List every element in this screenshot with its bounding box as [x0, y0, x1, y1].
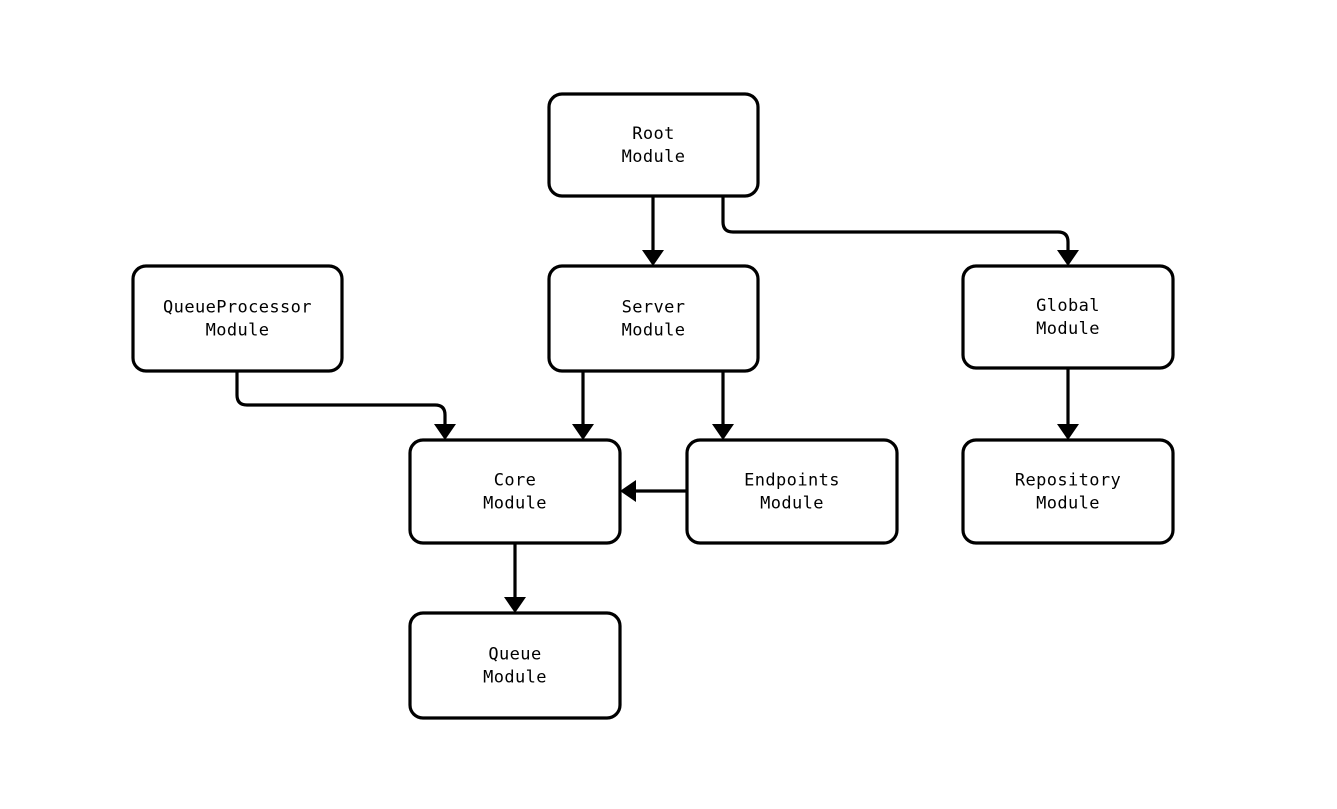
edge-line	[721, 196, 1070, 254]
node-label-secondary: Module	[622, 321, 686, 341]
node-label-secondary: Module	[1036, 319, 1100, 339]
node-label-secondary: Module	[483, 668, 547, 688]
arrow-head-icon	[1057, 424, 1079, 440]
node-box[interactable]	[131, 264, 344, 373]
node-box[interactable]	[408, 438, 622, 545]
node-box[interactable]	[961, 264, 1175, 370]
node-label-primary: Core	[494, 471, 537, 491]
node-box[interactable]	[547, 92, 760, 198]
node-label-primary: Endpoints	[744, 471, 840, 491]
node-label-primary: QueueProcessor	[163, 298, 312, 318]
edge-line	[235, 371, 447, 428]
node-box[interactable]	[408, 611, 622, 720]
node-label-secondary: Module	[760, 494, 824, 514]
edge-queueprocessor-to-core	[235, 371, 456, 440]
node-box[interactable]	[961, 438, 1175, 545]
arrow-head-icon	[620, 480, 636, 502]
node-box[interactable]	[547, 264, 760, 373]
edge-server-to-core	[572, 371, 594, 440]
node-label-primary: Queue	[488, 645, 541, 665]
node-label-secondary: Module	[483, 494, 547, 514]
arrow-head-icon	[1057, 250, 1079, 266]
arrow-head-icon	[504, 597, 526, 613]
arrow-head-icon	[642, 250, 664, 266]
node-label-secondary: Module	[622, 147, 686, 167]
nodes-layer: RootModuleQueueProcessorModuleServerModu…	[131, 92, 1175, 720]
edge-global-to-repository	[1057, 368, 1079, 440]
edge-root-to-global	[721, 196, 1079, 266]
edge-server-to-endpoints	[712, 371, 734, 440]
arrow-head-icon	[712, 424, 734, 440]
edges-layer	[235, 196, 1079, 613]
node-label-primary: Global	[1036, 296, 1100, 316]
node-label-primary: Server	[622, 298, 686, 318]
edge-root-to-server	[642, 196, 664, 266]
node-label-primary: Repository	[1015, 471, 1121, 491]
node-box[interactable]	[685, 438, 899, 545]
edge-core-to-queue	[504, 543, 526, 613]
node-label-secondary: Module	[206, 321, 270, 341]
arrow-head-icon	[572, 424, 594, 440]
node-label-secondary: Module	[1036, 494, 1100, 514]
edge-endpoints-to-core	[620, 480, 687, 502]
arrow-head-icon	[434, 424, 456, 440]
node-label-primary: Root	[632, 124, 675, 144]
